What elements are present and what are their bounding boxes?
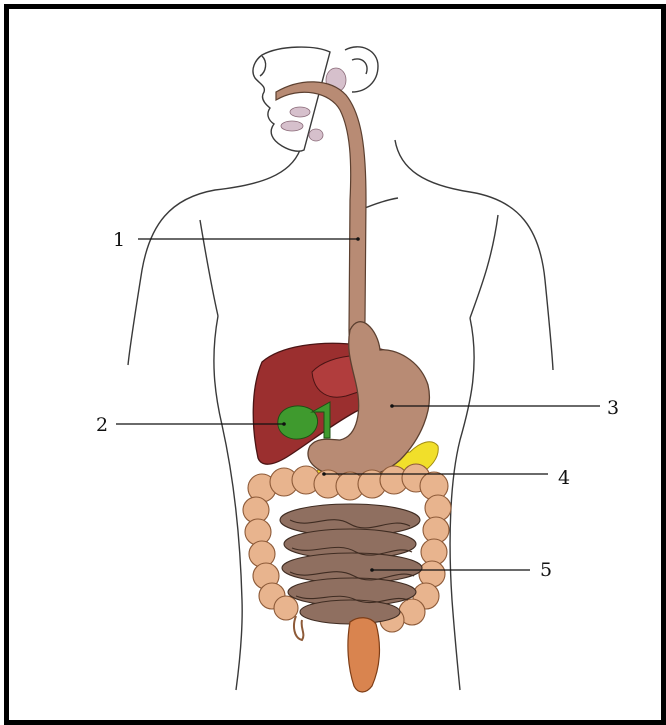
label-1: 1: [113, 229, 125, 251]
label-5: 5: [540, 559, 552, 581]
rectum: [348, 618, 380, 692]
appendix: [294, 616, 303, 640]
label-4: 4: [558, 467, 570, 489]
label-2: 2: [96, 414, 108, 436]
label-3: 3: [607, 397, 619, 419]
